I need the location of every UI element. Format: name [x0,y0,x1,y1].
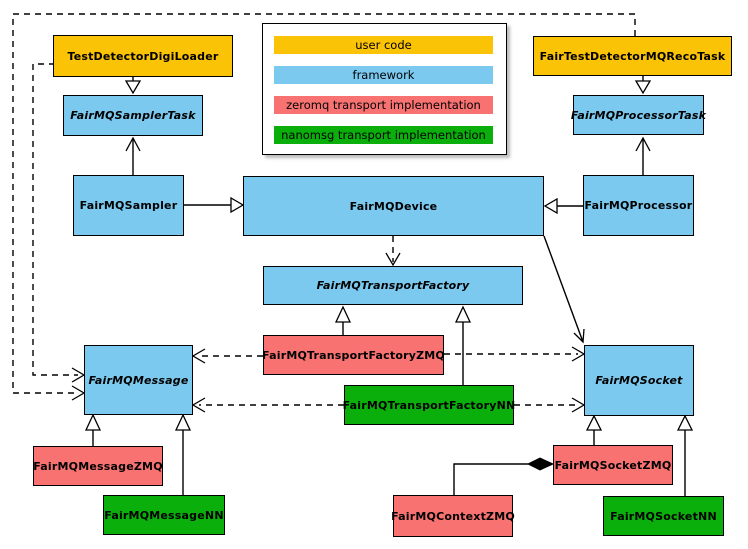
edge-socketzmq-socket-inheritance [585,414,603,445]
legend-item-user-code: user code [274,36,493,54]
edge-digiloader-samplertask-inheritance [124,77,142,95]
edge-factoryzmq-factory-inheritance [334,305,352,335]
node-fairtestdetectormqrecotask: FairTestDetectorMQRecoTask [533,36,732,76]
legend-item-framework: framework [274,66,493,84]
edge-contextzmq-socketzmq-composition [453,457,555,495]
edge-factoryzmq-socket-dependency [444,346,586,362]
node-fairmqtransportfactoryzmq: FairMQTransportFactoryZMQ [262,335,445,375]
node-fairmqcontextzmq: FairMQContextZMQ [391,495,515,537]
node-fairmqsocketnn: FairMQSocketNN [603,496,724,536]
node-fairmqdevice: FairMQDevice [243,176,544,236]
edge-device-socket-association [543,235,585,344]
edge-factorynn-factory-inheritance [454,305,472,385]
node-fairmqsamplertask: FairMQSamplerTask [63,95,203,136]
edge-messagenn-message-inheritance [174,413,192,495]
node-fairmqprocessor: FairMQProcessor [583,175,694,236]
edge-sampler-samplertask-association [125,136,141,175]
node-fairmqmessagezmq: FairMQMessageZMQ [33,446,163,486]
edge-processor-device-inheritance [543,197,583,215]
edge-messagezmq-message-inheritance [84,413,102,446]
edge-factoryzmq-message-dependency [191,348,263,364]
node-fairmqtransportfactorynn: FairMQTransportFactoryNN [343,385,515,425]
legend: user code framework zeromq transport imp… [262,23,507,155]
edge-factorynn-message-dependency [191,397,344,413]
edge-device-transportfactory-dependency [385,236,401,267]
edge-socketnn-socket-inheritance [676,414,694,496]
node-fairmqsocket: FairMQSocket [584,345,694,416]
node-fairmqsampler: FairMQSampler [73,175,184,236]
node-fairmqprocessortask: FairMQProcessorTask [571,95,706,135]
legend-item-zeromq: zeromq transport implementation [274,96,493,114]
edge-processor-processortask-association [635,136,651,175]
node-fairmqmessage: FairMQMessage [84,345,193,415]
edge-sampler-device-inheritance [184,196,245,214]
node-testdetectordigiloader: TestDetectorDigiLoader [53,35,233,77]
node-fairmqmessagenn: FairMQMessageNN [103,495,225,535]
edge-factorynn-socket-dependency [514,397,586,413]
edge-recotask-processortask-inheritance [634,76,652,95]
legend-item-nanomsg: nanomsg transport implementation [274,126,493,144]
node-fairmqtransportfactory: FairMQTransportFactory [263,266,523,305]
node-fairmqsocketzmq: FairMQSocketZMQ [553,445,673,485]
